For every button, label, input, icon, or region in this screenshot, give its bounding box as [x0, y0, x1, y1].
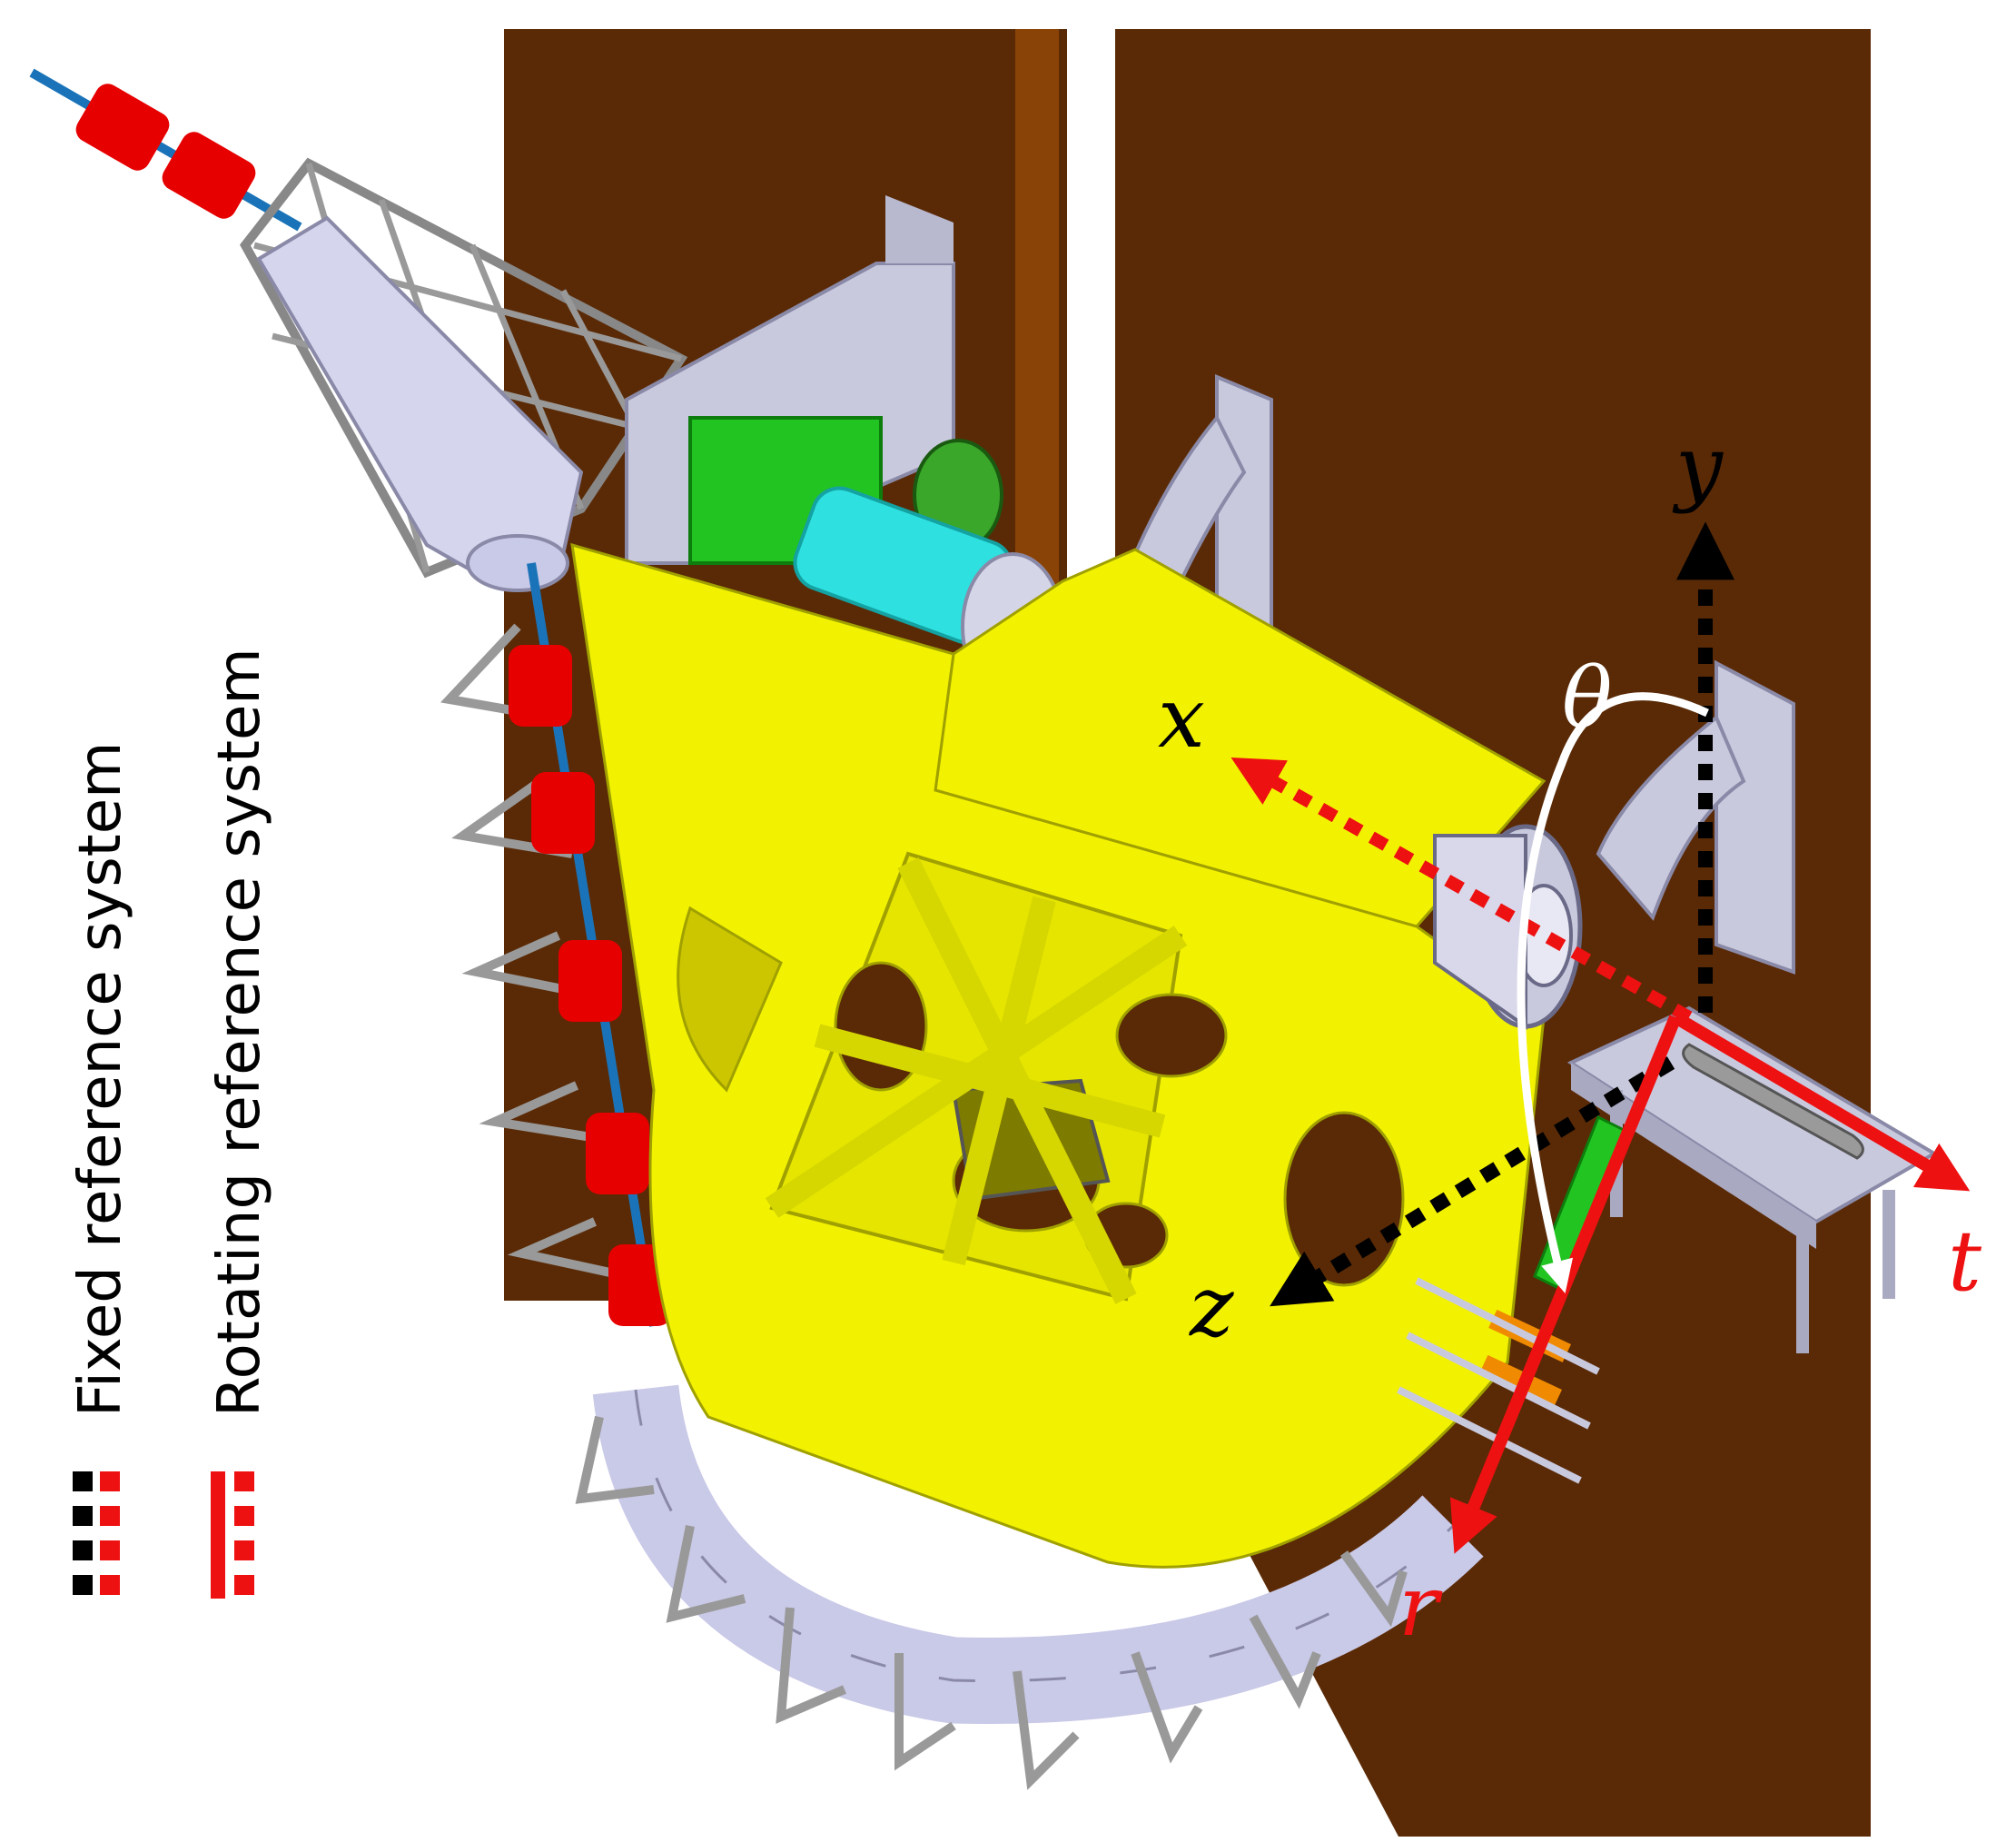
top-shaft-assembly [29, 68, 688, 592]
fixed-x-axis [1230, 757, 1693, 1024]
red-mass [509, 645, 572, 727]
rotating-t-axis [1672, 1011, 1971, 1192]
red-mass [558, 940, 622, 1022]
patient-figure [1682, 1043, 1864, 1160]
theta-rotation-arrow [1517, 692, 1709, 1293]
curved-pipe-outline [634, 1389, 1455, 1682]
red-mass [162, 132, 256, 219]
rotating-legend-label: Rotating reference system [206, 648, 273, 1417]
bottom-pipe [575, 1384, 1484, 1790]
axis-label-theta: θ [1562, 649, 1612, 747]
top-shaft [29, 68, 302, 232]
fixed-z-axis [1270, 1056, 1675, 1307]
rotating-legend-swatch [211, 1471, 254, 1599]
red-mass [531, 772, 595, 854]
axis-label-z: z [1189, 1258, 1234, 1355]
frame-struts [765, 857, 1188, 1304]
red-mass [75, 84, 170, 171]
side-shaft-assembly [440, 562, 672, 1327]
fixed-legend-label: Fixed reference system [67, 742, 134, 1418]
fixed-legend-swatch [73, 1471, 120, 1595]
axis-label-r: r [1398, 1558, 1443, 1655]
bracket-upright [885, 195, 954, 263]
lower-wall-bracket [1715, 659, 1795, 975]
fixed-reference-axes [1230, 521, 1734, 1307]
red-mass [586, 1113, 649, 1194]
pipe-loops [575, 1415, 1408, 1790]
pipe-end [466, 534, 569, 592]
axis-label-y: y [1672, 418, 1724, 515]
axis-label-t: t [1948, 1213, 1982, 1310]
frame-cutout [677, 906, 783, 1093]
axis-label-x: x [1158, 669, 1205, 767]
legend: Fixed reference system Rotating referenc… [67, 648, 273, 1599]
yellow-frame [570, 542, 1547, 1569]
target-rods [1397, 1277, 1600, 1484]
